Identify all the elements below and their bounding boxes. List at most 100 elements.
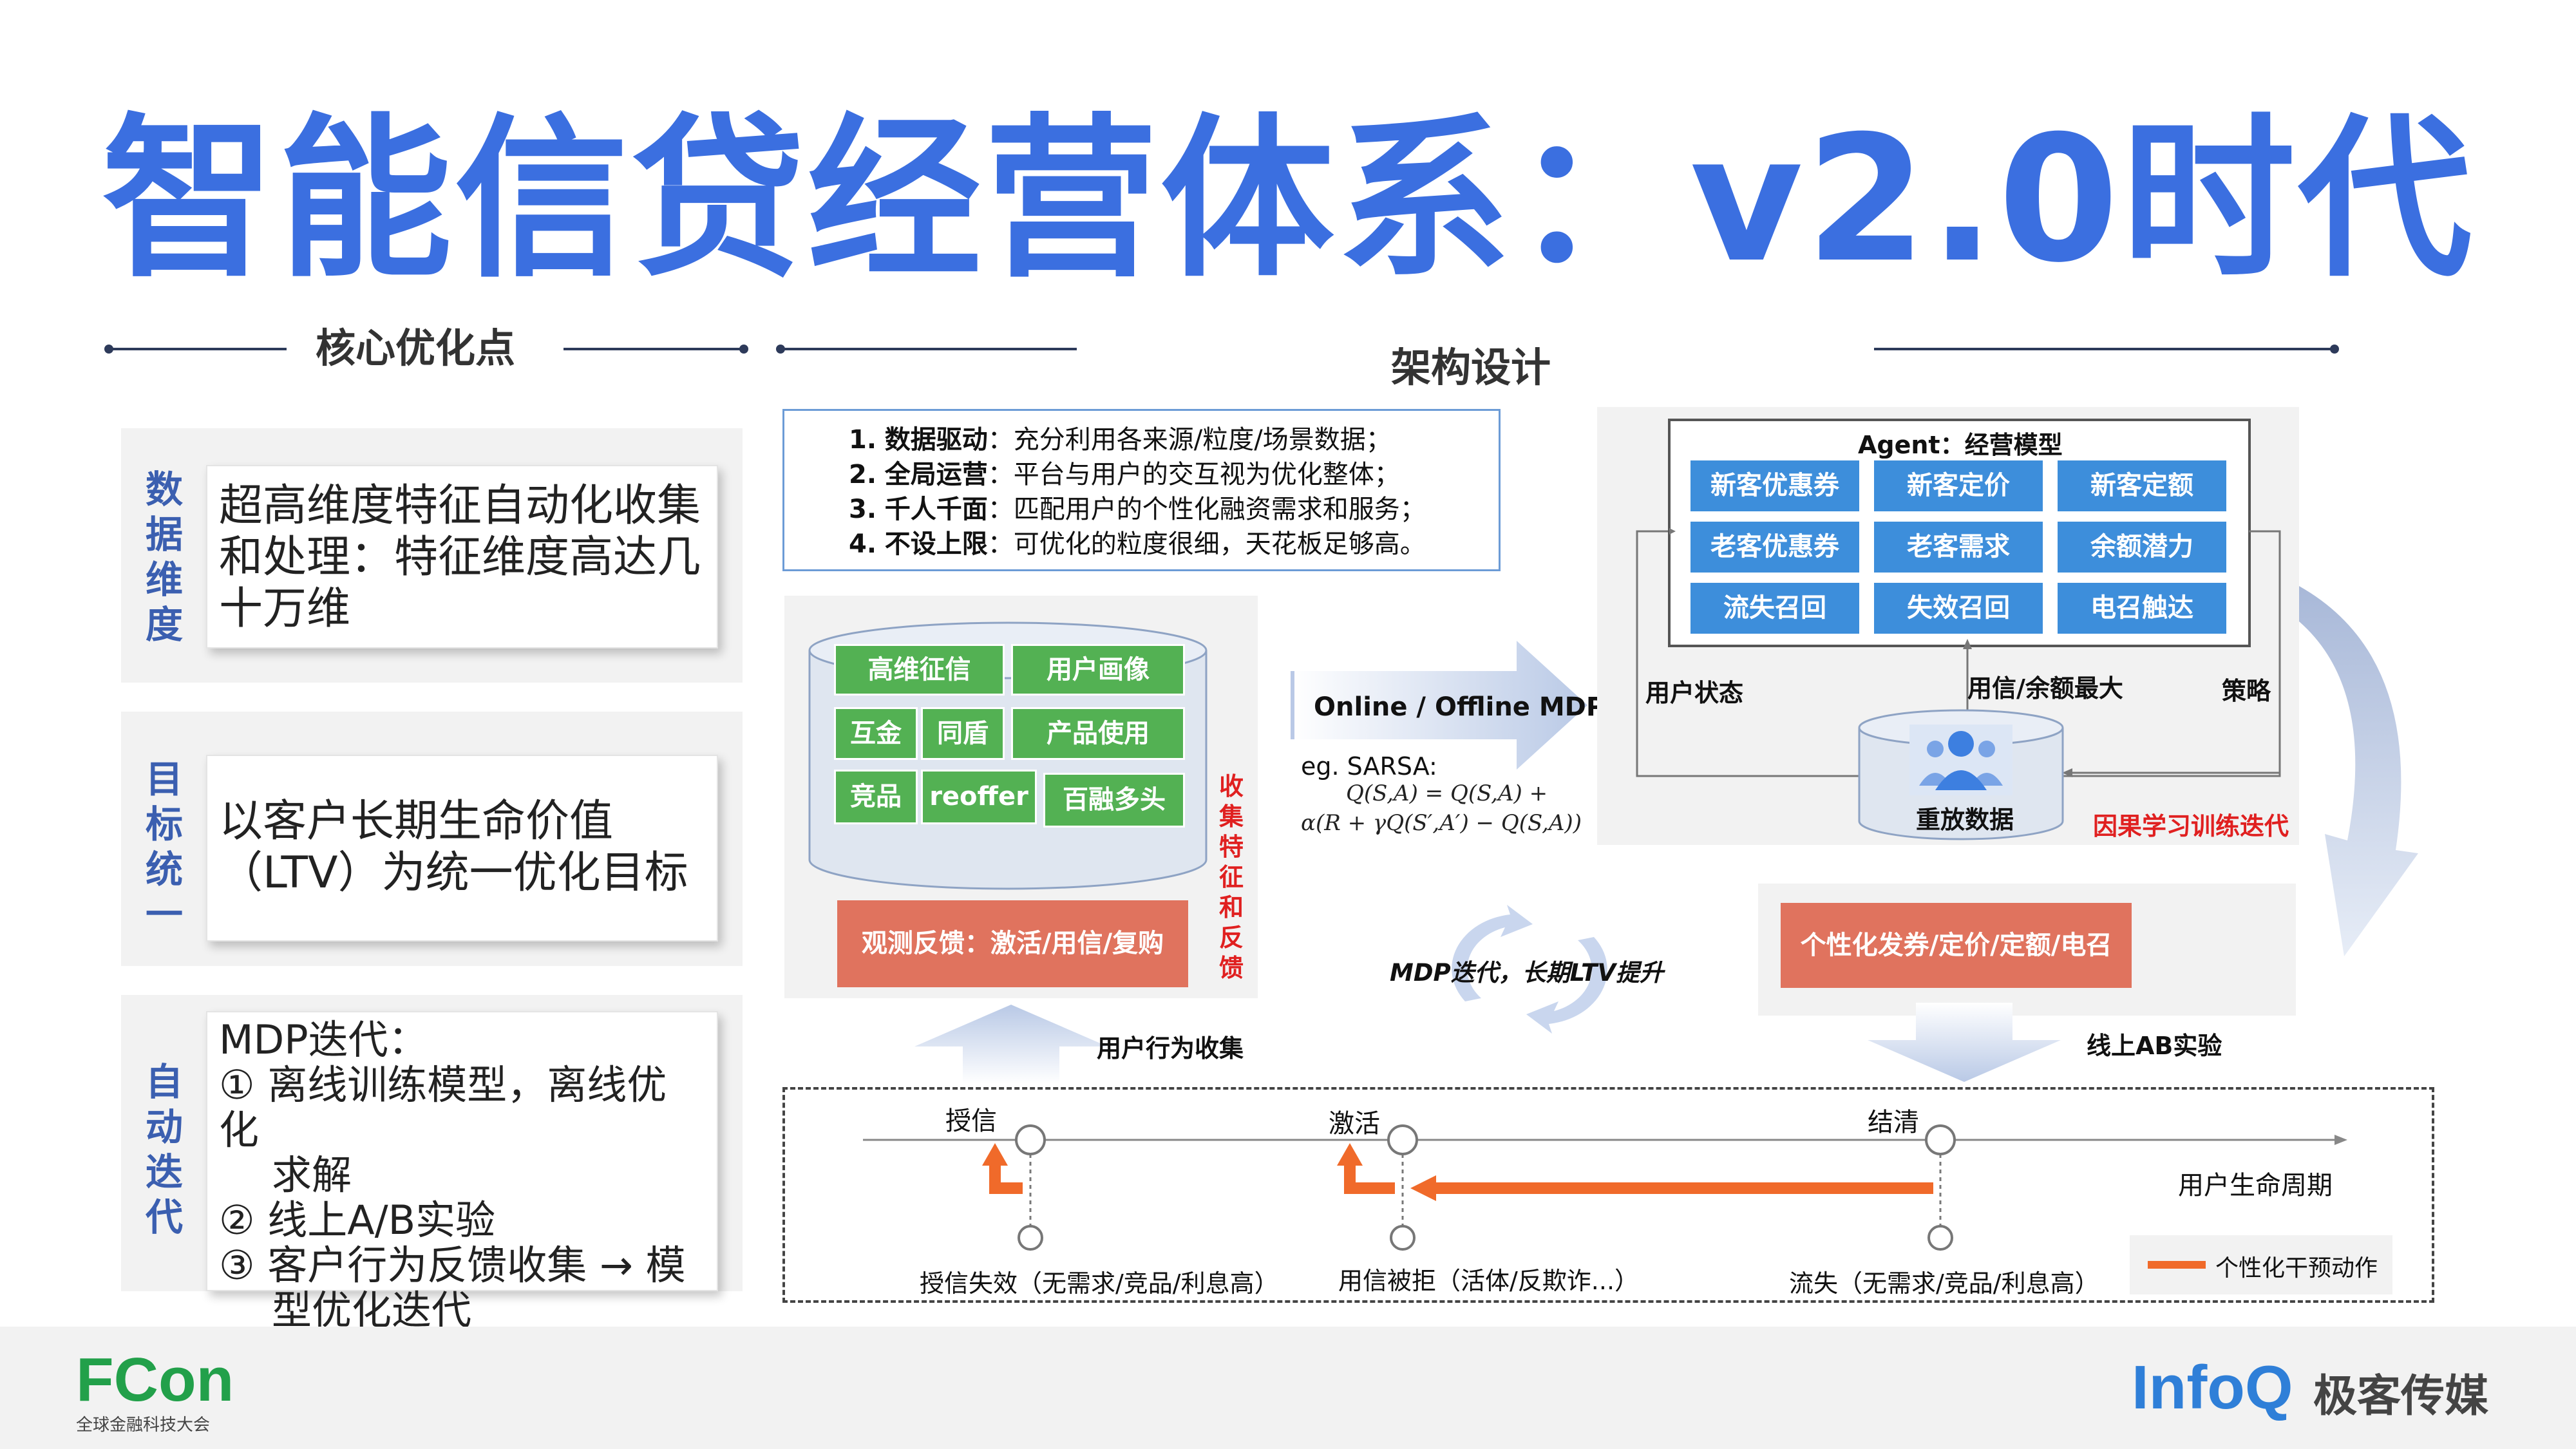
sarsa-label: eg. SARSA: <box>1301 752 1437 781</box>
geek-logo: 极客传媒 <box>2313 1371 2489 1422</box>
agent-action-6: 余额潜力 <box>2056 520 2228 574</box>
behavior-label: 用户行为收集 <box>1097 1034 1244 1063</box>
vertical-char: 征 <box>1218 863 1244 891</box>
fcon-logo: FCon <box>76 1345 234 1414</box>
feature-reoffer: reoffer <box>921 770 1037 824</box>
down-arrow-icon <box>1868 1003 2061 1082</box>
vertical-char: 统 <box>145 848 183 891</box>
list-line: 求解 <box>272 1151 352 1198</box>
vertical-char: 特 <box>1218 833 1244 861</box>
vertical-char: 维 <box>145 558 183 601</box>
feedback-box: 观测反馈：激活/用信/复购 <box>837 900 1188 987</box>
infoq-logo: InfoQ <box>2132 1353 2293 1422</box>
vertical-char: 数 <box>145 468 183 511</box>
vertical-char: 反 <box>1218 923 1244 952</box>
curved-arrow-icon <box>2299 586 2418 956</box>
fcon-subtitle: 全球金融科技大会 <box>76 1416 211 1435</box>
feature-bairong: 百融多头 <box>1043 773 1185 828</box>
principles-box: 1. 数据驱动：充分利用各来源/粒度/场景数据； 2. 全局运营：平台与用户的交… <box>782 409 1501 571</box>
feature-credit: 高维征信 <box>834 644 1005 696</box>
users-icon <box>1909 724 2012 795</box>
fail-activate: 用信被拒（活体/反欺诈...） <box>1338 1267 1640 1295</box>
agent-action-7: 流失召回 <box>1689 581 1861 636</box>
agent-action-8: 失效召回 <box>1872 581 2045 636</box>
loop-arrows-icon <box>1452 905 1607 1034</box>
causal-label: 因果学习训练迭代 <box>2093 812 2289 840</box>
vertical-char: 代 <box>145 1195 183 1239</box>
list-line: ① 离线训练模型，离线优化 <box>219 1061 667 1153</box>
divider-dot <box>739 345 748 354</box>
formula-line-1: Q(S,A) = Q(S,A) + <box>1346 781 1548 806</box>
lifecycle-box <box>782 1087 2434 1303</box>
agent-action-4: 老客优惠券 <box>1689 520 1861 574</box>
fail-churn: 流失（无需求/竞品/利息高） <box>1789 1269 2099 1298</box>
principle-3: 3. 千人千面：匹配用户的个性化融资需求和服务； <box>849 495 1426 524</box>
agent-action-2: 新客定价 <box>1872 459 2045 513</box>
stage-credit: 授信 <box>945 1106 997 1136</box>
row-label: 自动迭代 <box>142 1059 187 1240</box>
list-line: 型优化迭代 <box>272 1287 472 1334</box>
list-line: MDP迭代： <box>219 1016 428 1063</box>
vertical-char: 一 <box>145 893 183 936</box>
replay-label: 重放数据 <box>1916 806 2014 834</box>
vertical-char: 和 <box>1218 893 1244 922</box>
vertical-char: 动 <box>145 1105 183 1149</box>
fail-credit: 授信失效（无需求/竞品/利息高） <box>920 1269 1279 1298</box>
feature-tongdun: 同盾 <box>921 707 1005 760</box>
lifecycle-diagram <box>863 1124 2347 1251</box>
user-state-label: 用户状态 <box>1645 679 1744 707</box>
principle-2: 2. 全局运营：平台与用户的交互视为优化整体； <box>849 460 1400 489</box>
list-line: ③ 客户行为反馈收集 → 模 <box>219 1242 686 1289</box>
reward-label: 用信/余额最大 <box>1967 674 2123 703</box>
row-card: MDP迭代： ① 离线训练模型，离线优化 求解 ② 线上A/B实验 ③ 客户行为… <box>206 1011 718 1333</box>
left-heading: 核心优化点 <box>316 325 516 372</box>
principle-4: 4. 不设上限：可优化的粒度很细，天花板足够高。 <box>849 529 1426 559</box>
feature-profile: 用户画像 <box>1011 644 1185 696</box>
row-card: 以客户长期生命价值（LTV）为统一优化目标 <box>206 755 718 942</box>
footer <box>0 1327 2576 1449</box>
vertical-char: 收 <box>1218 772 1244 800</box>
vertical-char: 自 <box>145 1060 183 1104</box>
vertical-char: 馈 <box>1218 954 1244 982</box>
list-line: ② 线上A/B实验 <box>219 1197 496 1244</box>
principle-1: 1. 数据驱动：充分利用各来源/粒度/场景数据； <box>849 425 1392 455</box>
mdp-arrow-icon <box>1291 641 1587 770</box>
row-label: 数据维度 <box>142 467 187 647</box>
vertical-char: 据 <box>145 513 183 556</box>
vertical-char: 标 <box>145 802 183 846</box>
agent-title: Agent：经营模型 <box>1858 431 2063 459</box>
arch-heading: 架构设计 <box>1391 344 1551 391</box>
divider-line <box>109 348 287 350</box>
divider-line <box>781 348 1077 350</box>
vertical-char: 集 <box>1218 802 1244 831</box>
row-card: 超高维度特征自动化收集和处理：特征维度高达几十万维 <box>206 465 718 649</box>
legend-box: 个性化干预动作 <box>2130 1235 2392 1294</box>
vertical-char: 度 <box>145 603 183 647</box>
feature-product-usage: 产品使用 <box>1011 707 1185 760</box>
personalize-box: 个性化发券/定价/定额/电召 <box>1781 903 2132 988</box>
vertical-char: 迭 <box>145 1150 183 1194</box>
stage-settle: 结清 <box>1868 1108 1919 1137</box>
formula-line-2: α(R + γQ(S′,A′) − Q(S,A)) <box>1301 810 1582 836</box>
row-label: 目标统一 <box>142 757 187 937</box>
agent-action-5: 老客需求 <box>1872 520 2045 574</box>
divider-line <box>1874 348 2334 350</box>
lifecycle-axis-label: 用户生命周期 <box>2178 1171 2333 1200</box>
agent-actions-grid: 新客优惠券新客定价新客定额老客优惠券老客需求余额潜力流失召回失效召回电召触达 <box>1689 459 2233 639</box>
ab-label: 线上AB实验 <box>2087 1032 2222 1060</box>
page-title: 智能信贷经营体系：v2.0时代 <box>101 98 2475 301</box>
feature-competitor: 竞品 <box>834 770 918 824</box>
legend-label: 个性化干预动作 <box>2215 1255 2378 1282</box>
feature-fintech: 互金 <box>834 707 918 760</box>
legend-swatch <box>2148 1261 2206 1269</box>
mdp-label: Online / Offline MDP <box>1314 692 1605 722</box>
agent-action-1: 新客优惠券 <box>1689 459 1861 513</box>
divider-dot <box>2330 345 2339 354</box>
replay-arrow-icon <box>2062 768 2280 777</box>
collect-label: 收集特征和反馈 <box>1218 772 1244 983</box>
divider-dot <box>104 345 113 354</box>
up-arrow-icon <box>914 1005 1108 1084</box>
agent-action-3: 新客定额 <box>2056 459 2228 513</box>
vertical-char: 目 <box>145 757 183 801</box>
